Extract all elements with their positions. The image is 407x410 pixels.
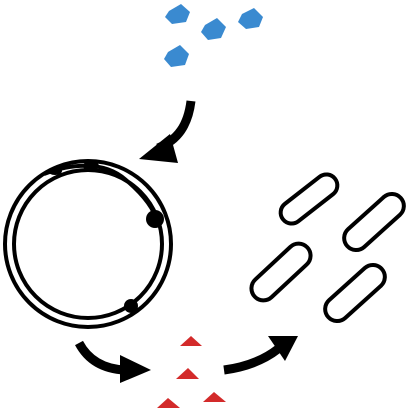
rod-cells [249, 172, 406, 324]
cell-node [48, 167, 62, 175]
triangle-molecule [180, 336, 202, 346]
arrow-shaft [223, 345, 281, 375]
hexagon-molecule [201, 18, 226, 40]
input-hexagons [164, 4, 263, 67]
triangle-molecule [176, 368, 199, 379]
cell-internal-loop [43, 163, 159, 223]
cell-outer-ring [3, 159, 173, 329]
arrow-cell-to-product [75, 340, 151, 383]
arrow-product-to-bacteria [223, 336, 298, 375]
hexagon-molecule [165, 4, 190, 24]
arrow-shaft [75, 340, 126, 375]
triangle-molecule [157, 398, 180, 408]
arrow-head [120, 355, 151, 383]
hexagon-molecule [164, 45, 189, 67]
cell-structure [3, 159, 173, 329]
product-triangles [157, 336, 226, 408]
rod-cell [249, 241, 313, 303]
rod-cell [323, 262, 387, 324]
rod-cell [278, 172, 340, 226]
arrow-head [268, 336, 298, 361]
cell-node [124, 299, 138, 313]
triangle-molecule [203, 392, 226, 402]
arrow-input-to-cell [139, 100, 196, 163]
arrow-head [139, 134, 178, 163]
hexagon-molecule [238, 8, 263, 29]
cell-node [83, 161, 99, 171]
cell-node [146, 210, 164, 228]
rod-cell [342, 191, 406, 253]
